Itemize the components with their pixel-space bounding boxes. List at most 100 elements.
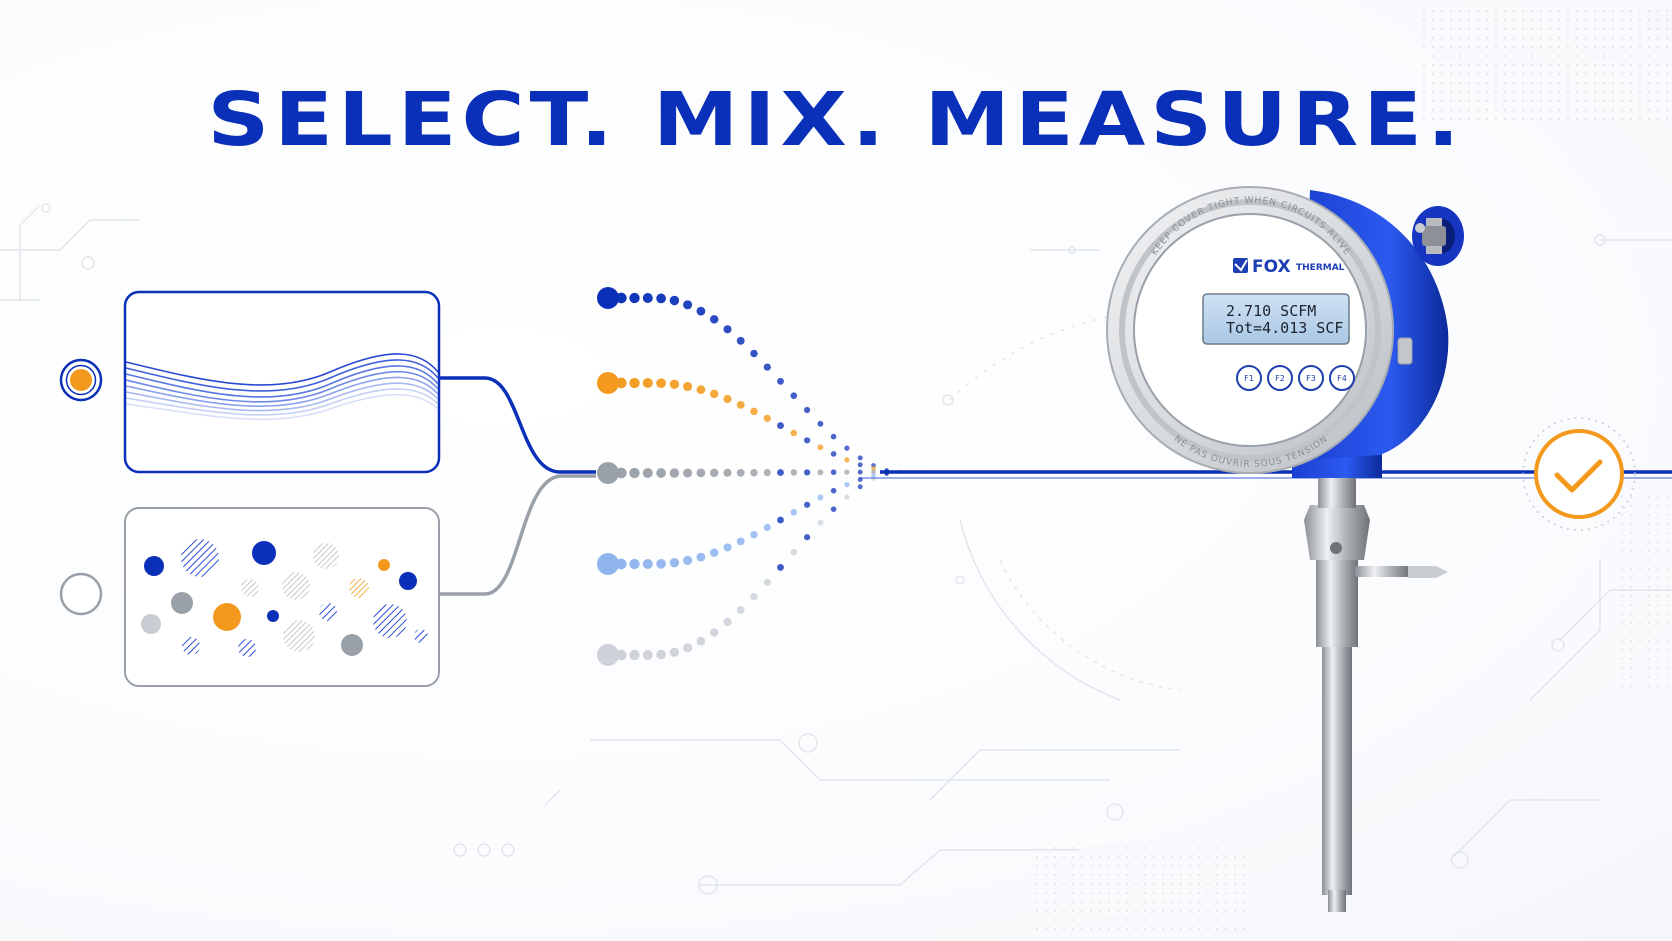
- radio-single-gas[interactable]: [59, 358, 103, 402]
- stream-gray-dot: [629, 467, 640, 479]
- radio-gas-mix[interactable]: [59, 572, 103, 616]
- stream-orange-dot: [790, 429, 798, 437]
- stream-gray-dot: [817, 469, 824, 476]
- stream-gray-dot: [615, 467, 627, 479]
- stream-blue-dot: [790, 392, 798, 399]
- stream-blue-dot: [817, 420, 824, 427]
- stream-light-blue-dot: [763, 523, 771, 532]
- stream-light-blue-dot: [615, 558, 627, 570]
- svg-text:F1: F1: [1244, 374, 1254, 383]
- stream-light-blue-dot: [830, 487, 837, 494]
- stream-orange-dot: [750, 407, 758, 416]
- single-gas-card[interactable]: [123, 290, 441, 474]
- stream-gray-dot: [642, 467, 653, 479]
- stream-light-gray-dot: [777, 563, 784, 571]
- stream-blue-source: [597, 287, 619, 309]
- stream-blue-dot: [629, 292, 640, 304]
- stream-gray-dot: [723, 468, 732, 477]
- stream-light-blue-dot: [750, 530, 758, 539]
- stream-light-gray-dot: [656, 649, 666, 660]
- lcd-display: 2.710 SCFM Tot=4.013 SCF: [1202, 293, 1350, 345]
- stream-blue-dot: [844, 445, 850, 451]
- stream-blue-dot: [696, 306, 706, 316]
- stream-blue-dot: [871, 463, 876, 468]
- stream-light-blue-dot: [656, 558, 666, 569]
- stream-orange-dot: [656, 378, 666, 389]
- stream-orange-dot: [683, 381, 693, 392]
- stream-orange-dot: [629, 377, 640, 389]
- stream-light-gray-dot: [830, 506, 837, 512]
- f4-button[interactable]: F4: [1329, 365, 1355, 391]
- brand-suffix: THERMAL: [1296, 263, 1345, 273]
- stream-light-gray-dot: [736, 606, 745, 614]
- total-reading: Tot=4.013 SCF: [1226, 319, 1343, 337]
- f2-button[interactable]: F2: [1267, 365, 1293, 391]
- stream-gray-dot: [709, 468, 719, 478]
- stream-light-blue-dot: [871, 473, 876, 478]
- stream-blue-dot: [656, 293, 666, 304]
- stream-gray-dot: [656, 468, 666, 478]
- stream-gray-dot: [790, 469, 798, 476]
- stream-orange-dot: [830, 451, 837, 457]
- stream-light-gray-dot: [696, 636, 706, 646]
- stream-light-gray-source: [597, 644, 619, 666]
- stream-blue-dot: [803, 406, 811, 414]
- stream-light-blue-dot: [709, 548, 719, 557]
- brand-name: FOX: [1252, 257, 1291, 277]
- gas-mix-card[interactable]: [124, 507, 440, 687]
- stream-orange-dot: [844, 457, 850, 463]
- stream-gray-dot: [871, 469, 876, 475]
- flow-meter: KEEP COVER TIGHT WHEN CIRCUITS ALIVE NE …: [1106, 186, 1464, 912]
- stream-blue-dot: [736, 336, 745, 345]
- stream-orange-dot: [857, 462, 863, 468]
- conduit-port: [1412, 206, 1464, 266]
- stream-blue-dot: [830, 433, 837, 440]
- stream-light-gray-dot: [750, 592, 758, 601]
- stream-light-blue-dot: [777, 516, 784, 524]
- stream-gray-dot: [750, 468, 758, 477]
- stream-gray-dot: [763, 469, 771, 477]
- stream-light-gray-dot: [723, 617, 732, 627]
- stream-orange-dot: [615, 377, 627, 389]
- stream-blue-dot: [683, 300, 693, 310]
- stream-blue-dot: [669, 295, 680, 306]
- stream-orange-dot: [803, 437, 811, 444]
- stream-light-gray-dot: [803, 534, 811, 541]
- stream-light-blue-dot: [683, 555, 693, 565]
- stream-light-blue-dot: [736, 537, 745, 546]
- stream-blue-dot: [763, 363, 771, 371]
- stream-light-gray-dot: [669, 647, 680, 657]
- stream-light-gray-dot: [629, 649, 640, 661]
- stream-light-blue-dot: [696, 552, 706, 562]
- stream-orange-dot: [669, 379, 680, 389]
- stream-orange-dot: [642, 377, 653, 389]
- gas-molecules: [141, 539, 428, 657]
- stream-orange-dot: [723, 394, 732, 404]
- stream-blue-dot: [709, 315, 719, 324]
- svg-text:F2: F2: [1275, 374, 1285, 383]
- stream-gray-dot: [777, 469, 784, 476]
- stream-light-gray-dot: [857, 484, 863, 490]
- stream-light-gray-dot: [615, 649, 627, 661]
- stream-orange-dot: [777, 422, 784, 430]
- f1-button[interactable]: F1: [1236, 365, 1262, 391]
- svg-text:F4: F4: [1337, 374, 1347, 383]
- gas-flow-lines: [125, 353, 439, 421]
- sensor-probe: [1322, 640, 1352, 895]
- check-icon: [1554, 459, 1603, 493]
- stream-light-blue-dot: [723, 543, 732, 552]
- stream-light-blue-dot: [642, 558, 653, 570]
- stream-blue-dot: [615, 292, 627, 304]
- f3-button[interactable]: F3: [1298, 365, 1324, 391]
- stream-orange-dot: [736, 400, 745, 409]
- stream-blue-dot: [777, 377, 784, 385]
- stream-orange-source: [597, 372, 619, 394]
- function-buttons: F1 F2 F3 F4: [1236, 365, 1355, 391]
- connector-gas-mix: [439, 474, 596, 596]
- stream-light-gray-dot: [817, 519, 824, 526]
- fox-thermal-logo: FOX THERMAL: [1233, 257, 1345, 277]
- status-check: [1522, 417, 1636, 531]
- flow-streams: [597, 287, 902, 666]
